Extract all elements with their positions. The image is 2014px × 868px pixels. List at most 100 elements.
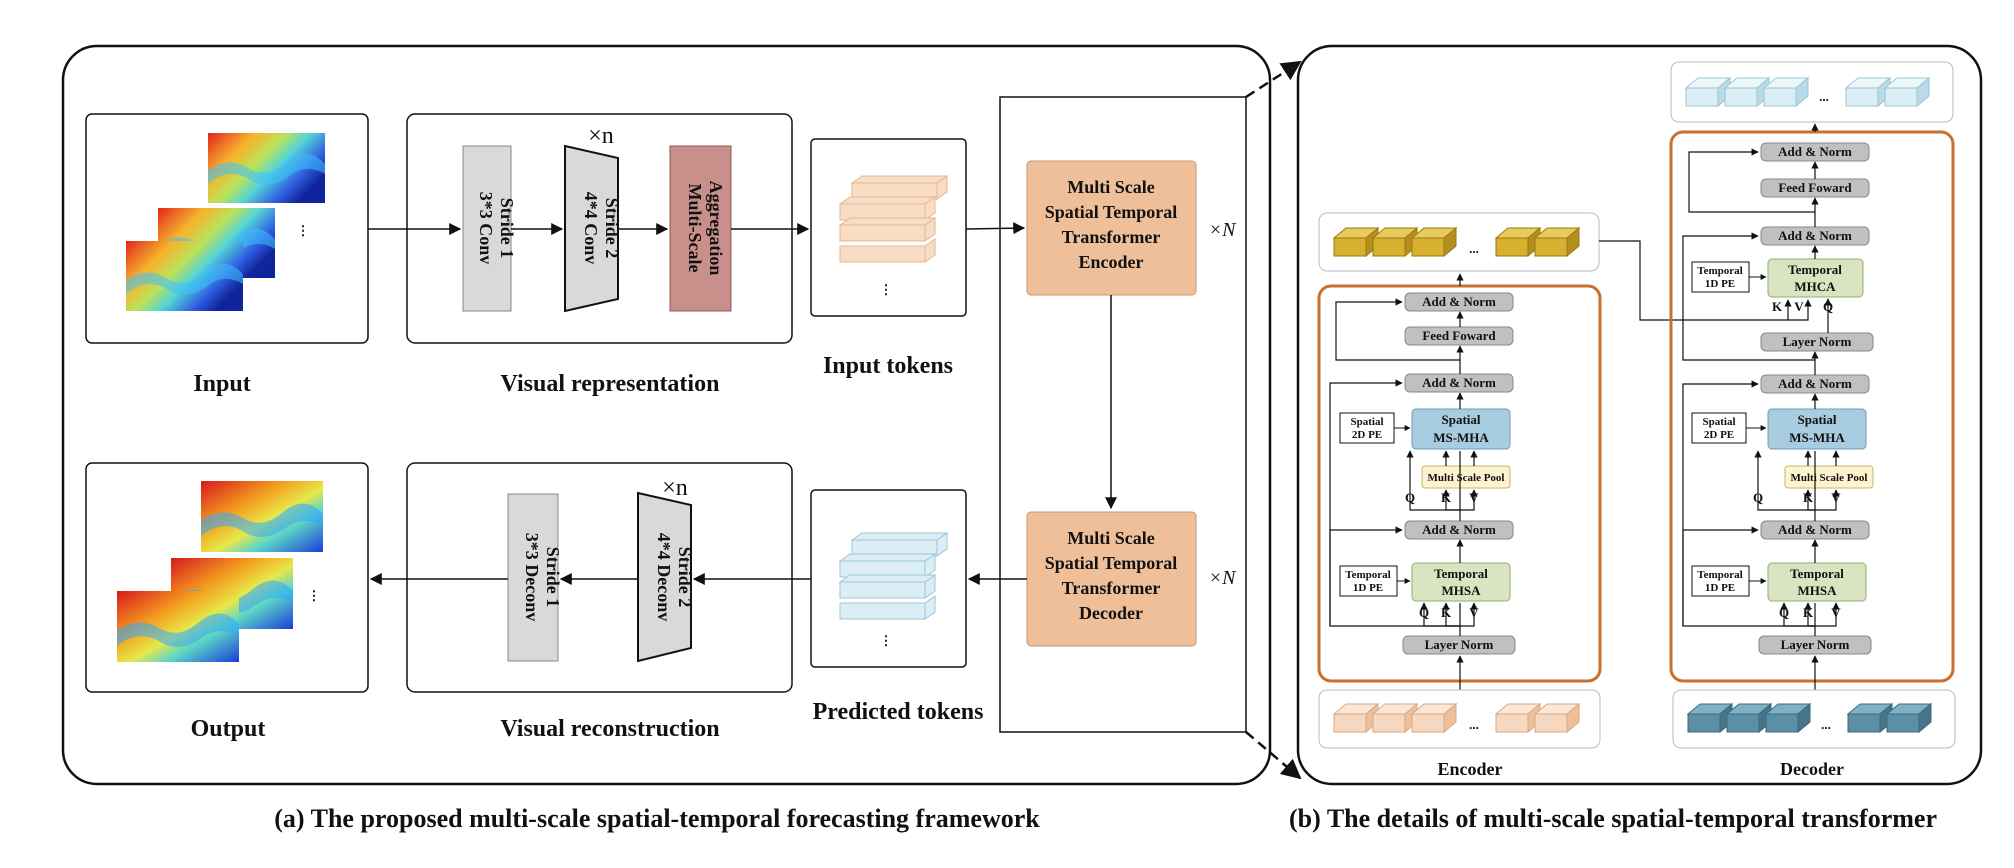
zoom-line-bottom — [1245, 731, 1302, 780]
output-box: ⋮ — [85, 462, 369, 693]
enc-temporal-pe-line2: 1D PE — [1353, 582, 1383, 594]
output-label: Output — [191, 716, 266, 742]
repeat-n-label: ×n — [588, 123, 614, 149]
st-decoder-line2: Spatial Temporal — [1045, 553, 1178, 573]
deconv3x3-line2: Stride 1 — [543, 547, 563, 608]
enc-add-norm-low: Add & Norm — [1404, 520, 1514, 540]
deconv3x3-line1: 3*3 Deconv — [522, 533, 542, 622]
st-decoder-line3: Transformer — [1062, 578, 1161, 598]
st-encoder-line1: Multi Scale — [1067, 177, 1155, 197]
input-token-cube: ⋮ — [838, 175, 949, 297]
output-heatmap-stack — [117, 481, 323, 662]
dec-temporal-pe-top: Temporal 1D PE — [1691, 261, 1750, 293]
dec-k-cross: K — [1772, 299, 1783, 314]
dec-spatial-pe-line2: 2D PE — [1704, 429, 1734, 441]
dec-feed-forward: Feed Foward — [1760, 178, 1870, 198]
encoder-label: Encoder — [1438, 759, 1503, 779]
dec-add-norm-2-text: Add & Norm — [1778, 228, 1852, 243]
aggregation-line1: Multi-Scale — [685, 184, 705, 273]
conv4x4-block: 4*4 Conv Stride 2 — [564, 144, 622, 313]
enc-add-norm-mid: Add & Norm — [1404, 373, 1514, 393]
encoder-connections — [1329, 298, 1478, 692]
framework-panel — [61, 44, 1272, 786]
aggregation-block: Multi-Scale Aggregation — [669, 145, 732, 312]
decoder-output-tokens: ... — [1684, 76, 1931, 108]
deconv3x3-block: 3*3 Deconv Stride 1 — [507, 493, 563, 662]
deconv4x4-block: 4*4 Deconv Stride 2 — [637, 491, 695, 663]
dec-temporal-mhca: Temporal MHCA — [1767, 258, 1864, 298]
transformer-details-panel — [1296, 44, 1983, 786]
visual-representation-label: Visual representation — [501, 371, 720, 397]
encoder-input-tokens: ... — [1332, 702, 1581, 734]
dec-spatial-pe-line1: Spatial — [1702, 416, 1735, 428]
aggregation-line2: Aggregation — [706, 181, 726, 276]
decoder-repeat-N: ×N — [1209, 567, 1237, 589]
enc-spatial-mha-line2: MS-MHA — [1433, 430, 1489, 445]
enc-temporal-pe: Temporal 1D PE — [1339, 565, 1398, 597]
input-box: ⋮ — [85, 113, 369, 344]
dec-temporal-pe-top-line2: 1D PE — [1705, 278, 1735, 290]
input-ellipsis: ⋮ — [297, 223, 310, 238]
dec-add-norm-4: Add & Norm — [1760, 520, 1870, 540]
st-encoder-block: Multi Scale Spatial Temporal Transformer… — [1026, 160, 1197, 296]
enc-feed-forward-text: Feed Foward — [1422, 328, 1496, 343]
enc-layer-norm: Layer Norm — [1402, 635, 1516, 655]
dec-temporal-mhsa-line1: Temporal — [1790, 566, 1844, 581]
reconstruction-repeat-n: ×n — [662, 475, 688, 501]
enc-feed-forward: Feed Foward — [1404, 326, 1514, 346]
enc-temporal-mhsa: Temporal MHSA — [1411, 562, 1511, 602]
st-encoder-line4: Encoder — [1079, 252, 1144, 272]
dec-layer-norm-text: Layer Norm — [1781, 637, 1850, 652]
predicted-tokens-ellipsis: ⋮ — [880, 633, 893, 648]
decoder-output-token-box — [1670, 61, 1954, 123]
st-encoder-line3: Transformer — [1062, 227, 1161, 247]
dec-temporal-mhsa: Temporal MHSA — [1767, 562, 1867, 602]
encoder-to-decoder-kv — [1599, 240, 1812, 321]
caption-left: (a) The proposed multi-scale spatial-tem… — [274, 804, 1040, 833]
enc-spatial-mha-line1: Spatial — [1441, 412, 1480, 427]
deconv4x4-line2: Stride 2 — [675, 547, 695, 608]
enc-spatial-mha: Spatial MS-MHA — [1411, 408, 1511, 450]
dec-spatial-mha-line1: Spatial — [1797, 412, 1836, 427]
conv4x4-line1: 4*4 Conv — [581, 192, 601, 265]
dec-temporal-mhca-line2: MHCA — [1794, 279, 1836, 294]
dec-temporal-pe: Temporal 1D PE — [1691, 565, 1750, 597]
st-decoder-block: Multi Scale Spatial Temporal Transformer… — [1026, 511, 1197, 647]
decoder-input-dots: ... — [1821, 717, 1831, 732]
dec-add-norm-4-text: Add & Norm — [1778, 522, 1852, 537]
predicted-tokens-label: Predicted tokens — [813, 699, 984, 725]
predicted-token-cube: ⋮ — [838, 532, 949, 648]
decoder-layer-outline — [1669, 130, 1955, 683]
encoder-output-dots: ... — [1469, 241, 1479, 256]
enc-temporal-mhsa-line1: Temporal — [1434, 566, 1488, 581]
dec-multiscale-pool: Multi Scale Pool — [1784, 465, 1874, 489]
dec-spatial-mha-line2: MS-MHA — [1789, 430, 1845, 445]
st-encoder-line2: Spatial Temporal — [1045, 202, 1178, 222]
input-tokens-ellipsis: ⋮ — [880, 282, 893, 297]
dec-layer-norm-mid: Layer Norm — [1760, 332, 1874, 352]
encoder-output-tokens: ... — [1332, 226, 1581, 258]
decoder-connections — [1682, 148, 1840, 692]
dec-add-norm-3-text: Add & Norm — [1778, 376, 1852, 391]
enc-temporal-mhsa-line2: MHSA — [1442, 583, 1482, 598]
dec-feed-forward-text: Feed Foward — [1778, 180, 1852, 195]
enc-spatial-pe: Spatial 2D PE — [1339, 412, 1395, 444]
enc-add-norm-low-text: Add & Norm — [1422, 522, 1496, 537]
dec-add-norm-1: Add & Norm — [1760, 142, 1870, 162]
dec-temporal-mhca-line1: Temporal — [1788, 262, 1842, 277]
dec-add-norm-3: Add & Norm — [1760, 374, 1870, 394]
conv3x3-line2: Stride 1 — [497, 198, 517, 259]
dec-layer-norm-mid-text: Layer Norm — [1783, 334, 1852, 349]
input-tokens-label: Input tokens — [823, 353, 953, 379]
dec-add-norm-1-text: Add & Norm — [1778, 144, 1852, 159]
dec-layer-norm: Layer Norm — [1758, 635, 1872, 655]
conv4x4-line2: Stride 2 — [602, 198, 622, 259]
decoder-output-dots: ... — [1819, 89, 1829, 104]
visual-reconstruction-box — [406, 462, 793, 693]
output-ellipsis: ⋮ — [308, 588, 321, 603]
encoder-repeat-N: ×N — [1209, 219, 1237, 241]
input-heatmap-stack — [126, 133, 325, 311]
decoder-input-tokens: ... — [1686, 702, 1933, 734]
dec-v-cross: V — [1794, 299, 1804, 314]
